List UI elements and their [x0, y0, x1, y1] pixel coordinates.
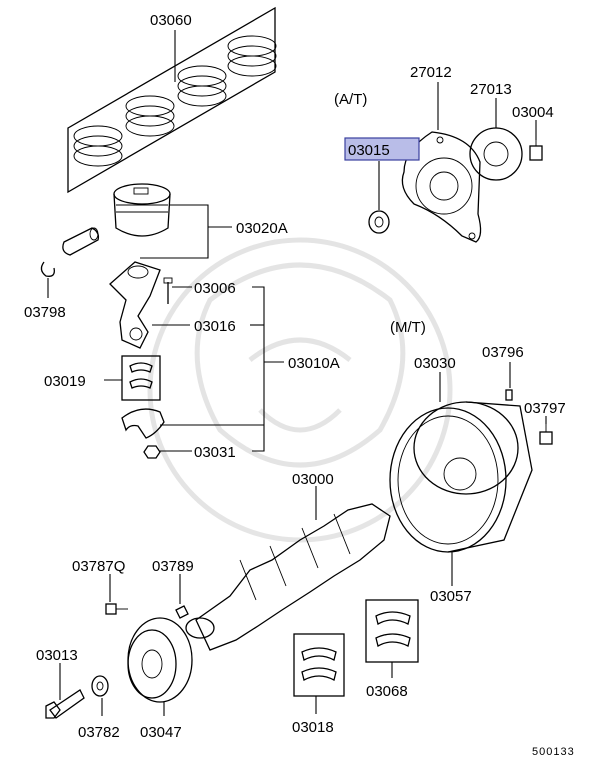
rod-cap[interactable]: [121, 408, 165, 439]
label-03060[interactable]: 03060: [150, 12, 192, 29]
group-label-mt: (M/T): [390, 319, 426, 336]
drive-plate-bolt[interactable]: [529, 140, 543, 161]
label-03016[interactable]: 03016: [194, 318, 236, 335]
main-bearing-lower[interactable]: [293, 633, 345, 697]
label-03031[interactable]: 03031: [194, 444, 236, 461]
drive-plate[interactable]: [401, 131, 482, 243]
label-03018[interactable]: 03018: [292, 719, 334, 736]
flywheel-bolt[interactable]: [539, 424, 553, 445]
sensor-bolt[interactable]: [105, 603, 128, 615]
label-03006[interactable]: 03006: [194, 280, 236, 297]
label-03798[interactable]: 03798: [24, 304, 66, 321]
label-03068[interactable]: 03068: [366, 683, 408, 700]
woodruff-key[interactable]: [175, 605, 189, 619]
crank-pulley[interactable]: [127, 617, 193, 703]
diagram-number: 500133: [532, 746, 575, 758]
label-03057[interactable]: 03057: [430, 588, 472, 605]
piston-rings-set[interactable]: [67, 6, 277, 194]
connecting-rod[interactable]: [109, 261, 161, 349]
label-03047[interactable]: 03047: [140, 724, 182, 741]
group-label-at: (A/T): [334, 91, 367, 108]
label-03004[interactable]: 03004: [512, 104, 554, 121]
label-03796[interactable]: 03796: [482, 344, 524, 361]
rod-nut[interactable]: [143, 445, 161, 459]
piston[interactable]: [113, 183, 171, 237]
label-03789[interactable]: 03789: [152, 558, 194, 575]
label-03797[interactable]: 03797: [524, 400, 566, 417]
rod-bolt[interactable]: [163, 277, 173, 304]
pulley-bolt[interactable]: [45, 689, 85, 719]
label-03787Q[interactable]: 03787Q: [72, 558, 125, 575]
adapter-plate[interactable]: [469, 127, 523, 181]
label-03015[interactable]: 03015: [348, 142, 390, 159]
label-03013[interactable]: 03013: [36, 647, 78, 664]
label-03010A[interactable]: 03010A: [288, 355, 340, 372]
pulley-washer[interactable]: [91, 675, 109, 697]
rod-bearing-upper[interactable]: [121, 355, 161, 401]
label-03030[interactable]: 03030: [414, 355, 456, 372]
label-27012[interactable]: 27012: [410, 64, 452, 81]
dowel-pin[interactable]: [505, 389, 513, 401]
label-03782[interactable]: 03782: [78, 724, 120, 741]
label-03019[interactable]: 03019: [44, 373, 86, 390]
crankshaft[interactable]: [185, 503, 391, 651]
piston-pin[interactable]: [62, 227, 100, 256]
highlight-03015: [344, 137, 420, 161]
label-03020A[interactable]: 03020A: [236, 220, 288, 237]
flywheel[interactable]: [389, 401, 533, 553]
pilot-bushing[interactable]: [368, 210, 390, 234]
label-03000[interactable]: 03000: [292, 471, 334, 488]
snap-ring[interactable]: [40, 261, 55, 277]
main-bearing-upper[interactable]: [365, 599, 419, 663]
label-27013[interactable]: 27013: [470, 81, 512, 98]
